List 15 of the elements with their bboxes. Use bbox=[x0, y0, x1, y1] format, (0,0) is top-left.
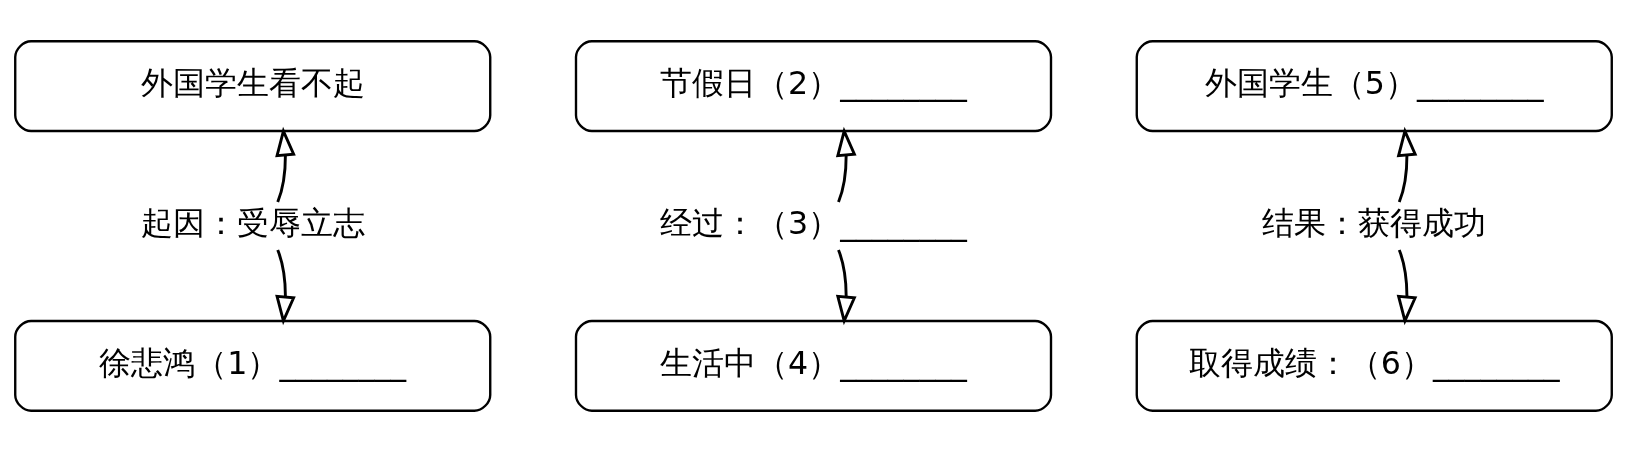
arrow bbox=[835, 126, 857, 203]
node-box: 外国学生看不起 bbox=[14, 40, 492, 133]
node-text: 经过：（3）________ bbox=[660, 205, 967, 242]
arrow bbox=[835, 249, 857, 326]
node-box: 徐悲鸿（1）________ bbox=[14, 319, 492, 412]
node-box: 外国学生（5）________ bbox=[1135, 40, 1613, 133]
arrow bbox=[1396, 126, 1418, 203]
arrow bbox=[275, 249, 296, 326]
arrow bbox=[275, 126, 296, 203]
node-text: 结果：获得成功 bbox=[1262, 205, 1487, 242]
node-box: 节假日（2）________ bbox=[574, 40, 1053, 133]
arrow bbox=[1396, 249, 1418, 326]
node-box: 取得成绩：（6）________ bbox=[1135, 319, 1613, 412]
node-text: 起因：受辱立志 bbox=[140, 205, 365, 242]
node-box: 生活中（4）________ bbox=[574, 319, 1053, 412]
